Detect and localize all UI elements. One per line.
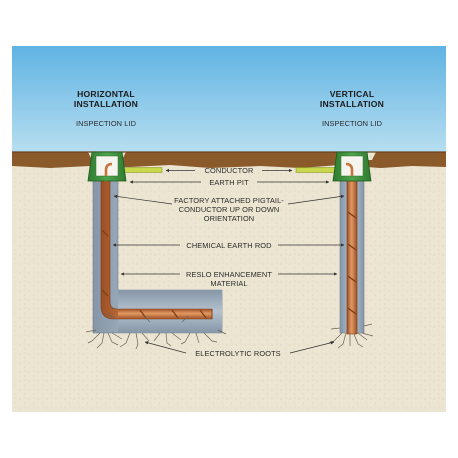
right-title-line1: VERTICAL — [330, 89, 375, 99]
pigtail-label-line2: CONDUCTOR UP OR DOWN — [179, 205, 280, 214]
left-conductor-jacket — [119, 167, 163, 173]
electrolytic-roots-label: ELECTROLYTIC ROOTS — [195, 349, 280, 358]
enhancement-label-line2: MATERIAL — [210, 279, 247, 288]
left-title-line2: INSTALLATION — [74, 99, 138, 109]
sky-band — [12, 46, 446, 152]
left-inspection-lid-label: INSPECTION LID — [76, 119, 136, 128]
right-title-line2: INSTALLATION — [320, 99, 384, 109]
pigtail-label-line1: FACTORY ATTACHED PIGTAIL- — [174, 196, 284, 205]
right-rod-ports — [347, 211, 357, 315]
callout-leader-lines — [112, 168, 345, 354]
earth-pit-label: EARTH PIT — [209, 178, 249, 187]
right-conductor-jacket — [295, 167, 339, 173]
left-electrolytic-roots — [85, 313, 227, 350]
pigtail-label-line3: ORIENTATION — [204, 214, 255, 223]
chemical-earth-rod-label: CHEMICAL EARTH ROD — [186, 241, 271, 250]
left-title-line1: HORIZONTAL — [77, 89, 135, 99]
ground-area — [12, 152, 446, 412]
enhancement-label-line1: RESLO ENHANCEMENT — [186, 270, 272, 279]
right-inspection-lid-label: INSPECTION LID — [322, 119, 382, 128]
conductor-label: CONDUCTOR — [205, 166, 254, 175]
